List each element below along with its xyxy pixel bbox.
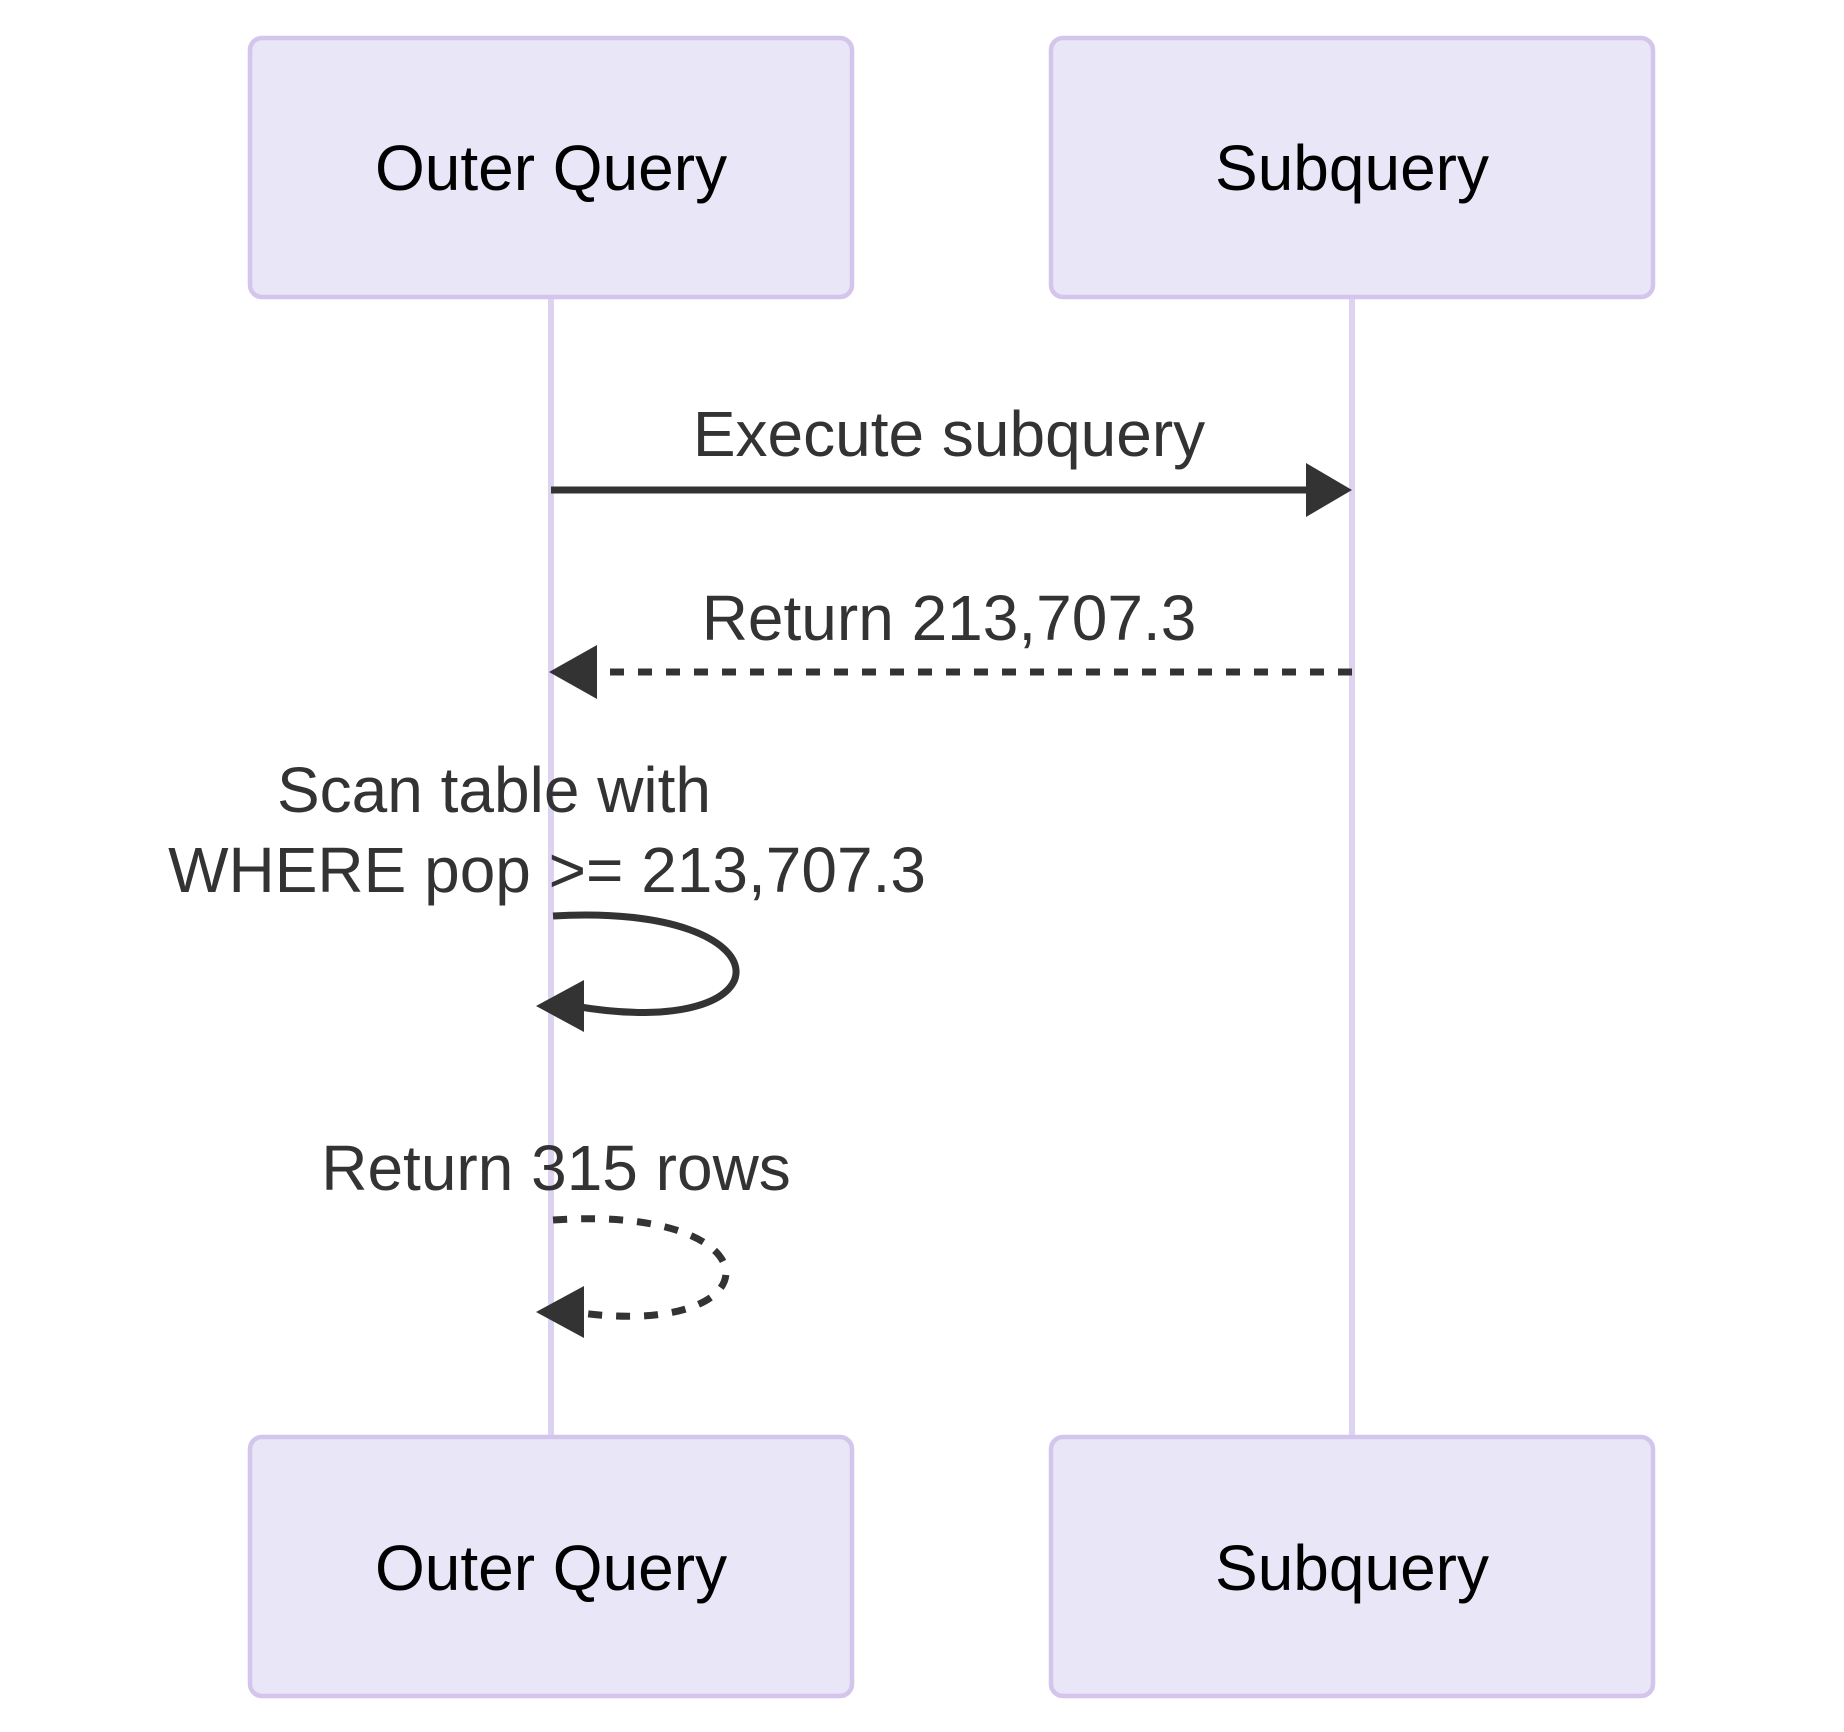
arrowhead-right-icon [1306, 463, 1352, 517]
arrowhead-left-icon [536, 980, 584, 1032]
message-label: Execute subquery [693, 398, 1205, 470]
self-loop-solid [552, 911, 740, 1016]
actor-outer-query-bottom: Outer Query [247, 1434, 855, 1699]
message-return-rows-self: Return 315 rows [321, 1132, 791, 1338]
message-scan-table-self: Scan table with WHERE pop >= 213,707.3 [168, 754, 926, 1032]
message-label: Return 315 rows [321, 1132, 791, 1204]
actor-subquery-bottom: Subquery [1048, 1434, 1656, 1699]
actor-label-outer-query-top: Outer Query [375, 132, 727, 204]
actor-box [1048, 35, 1656, 300]
message-label-line2: WHERE pop >= 213,707.3 [168, 834, 926, 906]
actor-box [247, 35, 855, 300]
self-loop-dashed [552, 1215, 730, 1320]
actor-label-outer-query-bottom: Outer Query [375, 1532, 727, 1604]
actor-label-subquery-top: Subquery [1215, 132, 1489, 204]
message-label-line1: Scan table with [277, 754, 711, 826]
actor-subquery-top: Subquery [1048, 35, 1656, 300]
message-execute-subquery: Execute subquery [551, 398, 1352, 517]
actor-label-subquery-bottom: Subquery [1215, 1532, 1489, 1604]
actor-box [1048, 1434, 1656, 1699]
arrowhead-left-icon [549, 645, 597, 699]
message-return-value: Return 213,707.3 [549, 582, 1352, 699]
actor-box [247, 1434, 855, 1699]
actor-outer-query-top: Outer Query [247, 35, 855, 300]
arrowhead-left-icon [536, 1286, 584, 1338]
message-label: Return 213,707.3 [702, 582, 1197, 654]
